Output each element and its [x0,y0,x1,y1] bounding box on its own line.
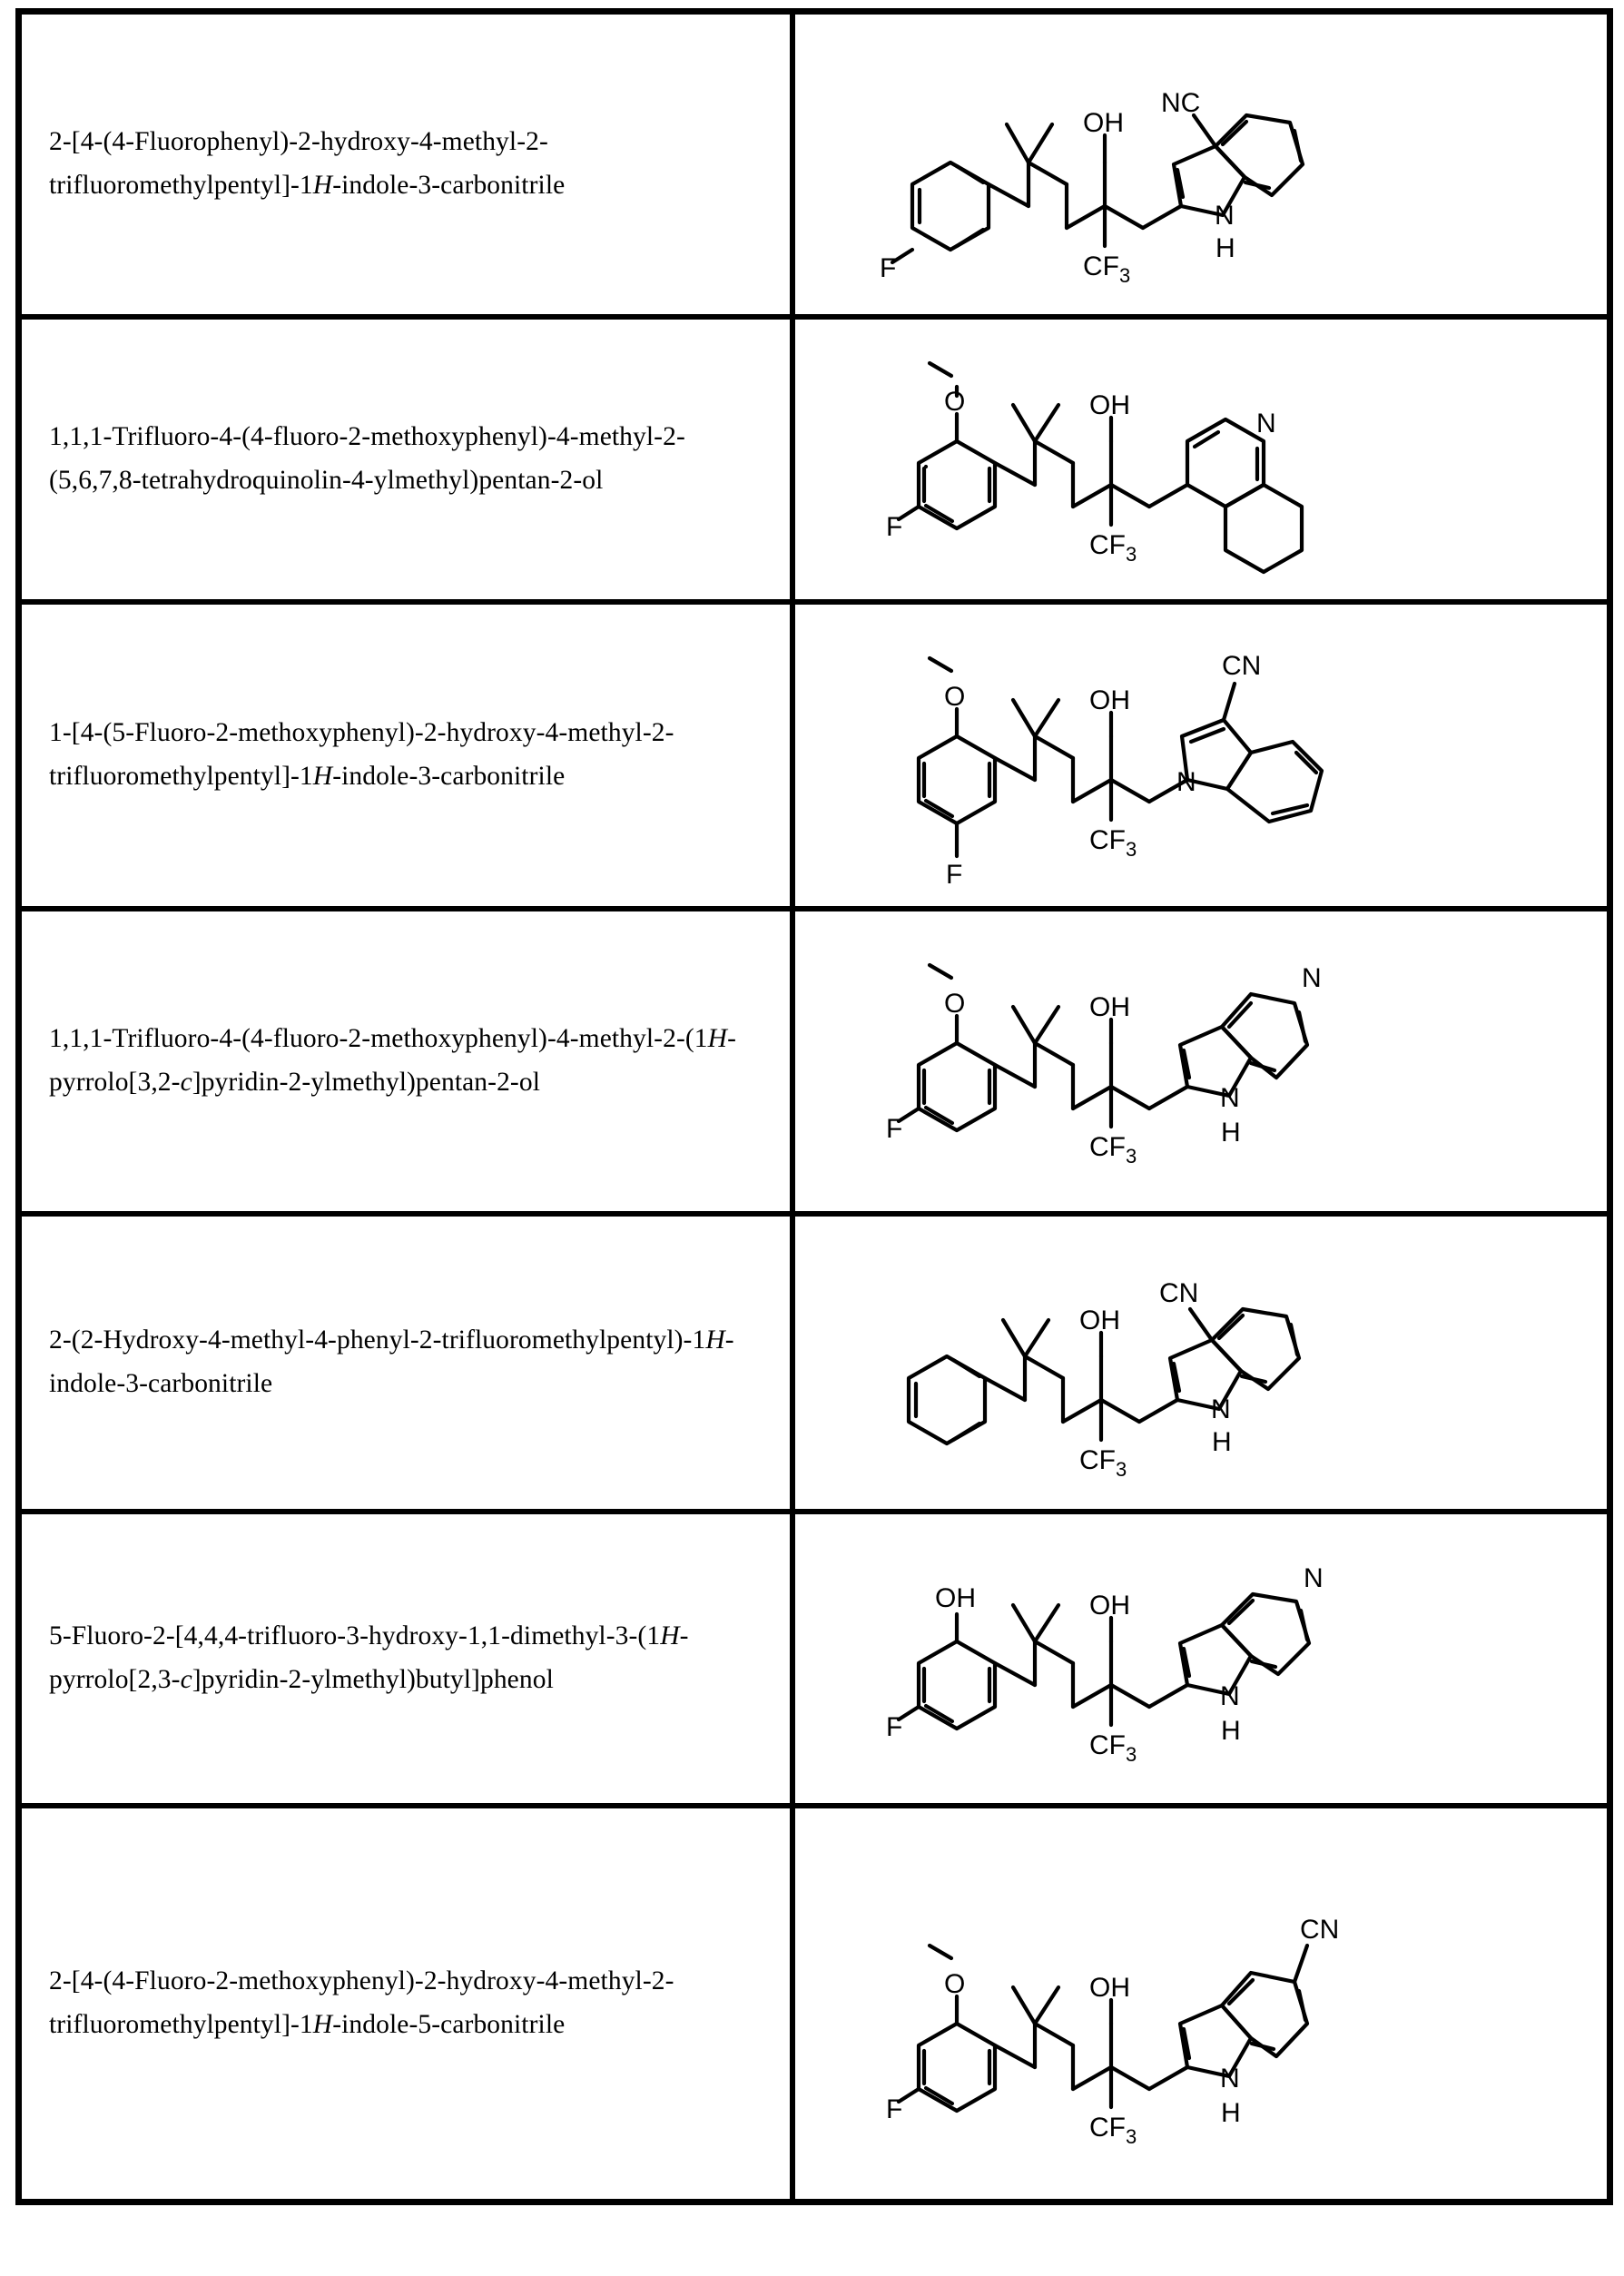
compound-name-cell: 1-[4-(5-Fluoro-2-methoxyphenyl)-2-hydrox… [19,602,792,909]
atom-label-CN: CN [1222,651,1261,681]
atom-label-CF3: CF3 [1089,825,1137,861]
atom-label-CF3: CF3 [1079,1445,1127,1481]
atom-label-N: N [1211,1394,1231,1424]
compound-name-cell: 2-[4-(4-Fluoro-2-methoxyphenyl)-2-hydrox… [19,1806,792,2202]
structure-struct-1: F OH NC N H CF3 [795,25,1607,304]
compound-name: 2-[4-(4-Fluoro-2-methoxyphenyl)-2-hydrox… [49,1966,674,2039]
chemical-structure-diagram: O F OH CF3 N [886,360,1304,574]
table-row: 5-Fluoro-2-[4,4,4-trifluoro-3-hydroxy-1,… [19,1512,1609,1806]
chemical-structure-diagram: F OH NC N H CF3 [880,88,1305,287]
table-row: 2-[4-(4-Fluorophenyl)-2-hydroxy-4-methyl… [19,12,1609,317]
atom-label-H: H [1216,233,1235,263]
table-row: 1-[4-(5-Fluoro-2-methoxyphenyl)-2-hydrox… [19,602,1609,909]
table-row: 2-[4-(4-Fluoro-2-methoxyphenyl)-2-hydrox… [19,1806,1609,2202]
atom-label-NC: NC [1161,88,1200,118]
chemical-structure-diagram: O F OH CF3 N CN [916,651,1324,890]
compound-name: 1,1,1-Trifluoro-4-(4-fluoro-2-methoxyphe… [49,1024,736,1097]
atom-label-OH: OH [1089,1973,1130,2003]
table-row: 1,1,1-Trifluoro-4-(4-fluoro-2-methoxyphe… [19,909,1609,1214]
table-row: 2-(2-Hydroxy-4-methyl-4-phenyl-2-trifluo… [19,1214,1609,1512]
atom-label-CF3: CF3 [1089,2113,1137,2148]
atom-label-H: H [1221,1118,1241,1148]
atom-label-F: F [886,1712,902,1742]
atom-label-F: F [880,253,896,283]
atom-label-F: F [886,512,902,542]
chemical-structure-diagram: OH F OH CF3 N H N [886,1563,1324,1766]
atom-label-O: O [944,989,965,1019]
compound-name: 1,1,1-Trifluoro-4-(4-fluoro-2-methoxyphe… [49,422,685,495]
atom-label-N: N [1220,1083,1240,1113]
compound-name-cell: 1,1,1-Trifluoro-4-(4-fluoro-2-methoxyphe… [19,317,792,602]
compound-structure-cell: O F OH CF3 N H N [792,909,1609,1214]
atom-label-OH: OH [1089,685,1130,715]
atom-label-H: H [1221,1716,1241,1746]
atom-label-N: N [1215,201,1235,231]
structure-struct-7: O F OH CF3 N H CN [795,1818,1607,2189]
compound-name: 5-Fluoro-2-[4,4,4-trifluoro-3-hydroxy-1,… [49,1621,689,1694]
structure-struct-5: OH CN N H CF3 [795,1227,1607,1498]
atom-label-N: N [1256,409,1276,438]
atom-label-O: O [944,387,965,417]
structure-struct-6: OH F OH CF3 N H N [795,1523,1607,1794]
compound-name: 1-[4-(5-Fluoro-2-methoxyphenyl)-2-hydrox… [49,718,674,791]
atom-label-OH: OH [1089,992,1130,1022]
atom-label-OH: OH [1089,1591,1130,1621]
atom-label-N: N [1176,767,1196,797]
atom-label-H: H [1221,2098,1241,2128]
atom-label-OH: OH [1089,390,1130,420]
atom-label-F: F [886,1114,902,1144]
structure-struct-4: O F OH CF3 N H N [795,921,1607,1201]
atom-label-F: F [886,2094,902,2124]
table-row: 1,1,1-Trifluoro-4-(4-fluoro-2-methoxyphe… [19,317,1609,602]
atom-label-H: H [1212,1427,1232,1457]
atom-label-CN: CN [1300,1915,1339,1945]
chemical-structure-diagram: O F OH CF3 N H N [886,962,1322,1168]
compound-structure-cell: O F OH CF3 N CN [792,602,1609,909]
structure-struct-2: O F OH CF3 N [795,327,1607,593]
compound-structure-cell: O F OH CF3 N H CN [792,1806,1609,2202]
atom-label-CF3: CF3 [1089,1132,1137,1168]
compound-name: 2-[4-(4-Fluorophenyl)-2-hydroxy-4-methyl… [49,127,566,200]
compound-name-cell: 5-Fluoro-2-[4,4,4-trifluoro-3-hydroxy-1,… [19,1512,792,1806]
compound-name-cell: 1,1,1-Trifluoro-4-(4-fluoro-2-methoxyphe… [19,909,792,1214]
atom-label-N: N [1220,2064,1240,2094]
atom-label-O: O [944,682,965,712]
atom-label-OH: OH [1083,108,1124,138]
compound-structure-cell: OH F OH CF3 N H N [792,1512,1609,1806]
compound-table: 2-[4-(4-Fluorophenyl)-2-hydroxy-4-methyl… [16,9,1612,2204]
compound-structure-cell: F OH NC N H CF3 [792,12,1609,317]
compound-name-cell: 2-[4-(4-Fluorophenyl)-2-hydroxy-4-methyl… [19,12,792,317]
compound-structure-cell: O F OH CF3 N [792,317,1609,602]
atom-label-F: F [946,860,962,890]
atom-label-O: O [944,1969,965,1999]
compound-structure-cell: OH CN N H CF3 [792,1214,1609,1512]
atom-label-N: N [1220,1681,1240,1711]
structure-struct-3: O F OH CF3 N CN [795,611,1607,900]
chemical-structure-diagram: O F OH CF3 N H CN [886,1915,1339,2148]
atom-label-CF3: CF3 [1089,1730,1137,1766]
atom-label-CF3: CF3 [1089,530,1137,566]
compound-name: 2-(2-Hydroxy-4-methyl-4-phenyl-2-trifluo… [49,1325,734,1398]
compound-name-cell: 2-(2-Hydroxy-4-methyl-4-phenyl-2-trifluo… [19,1214,792,1512]
atom-label-OH-phenol: OH [935,1583,976,1613]
atom-label-CN: CN [1159,1278,1198,1308]
atom-label-CF3: CF3 [1083,251,1130,287]
atom-label-OH: OH [1079,1305,1120,1335]
chemical-structure-diagram: OH CN N H CF3 [906,1278,1302,1481]
atom-label-N-pyridine: N [1302,963,1322,993]
atom-label-N-pyridine: N [1304,1563,1324,1593]
